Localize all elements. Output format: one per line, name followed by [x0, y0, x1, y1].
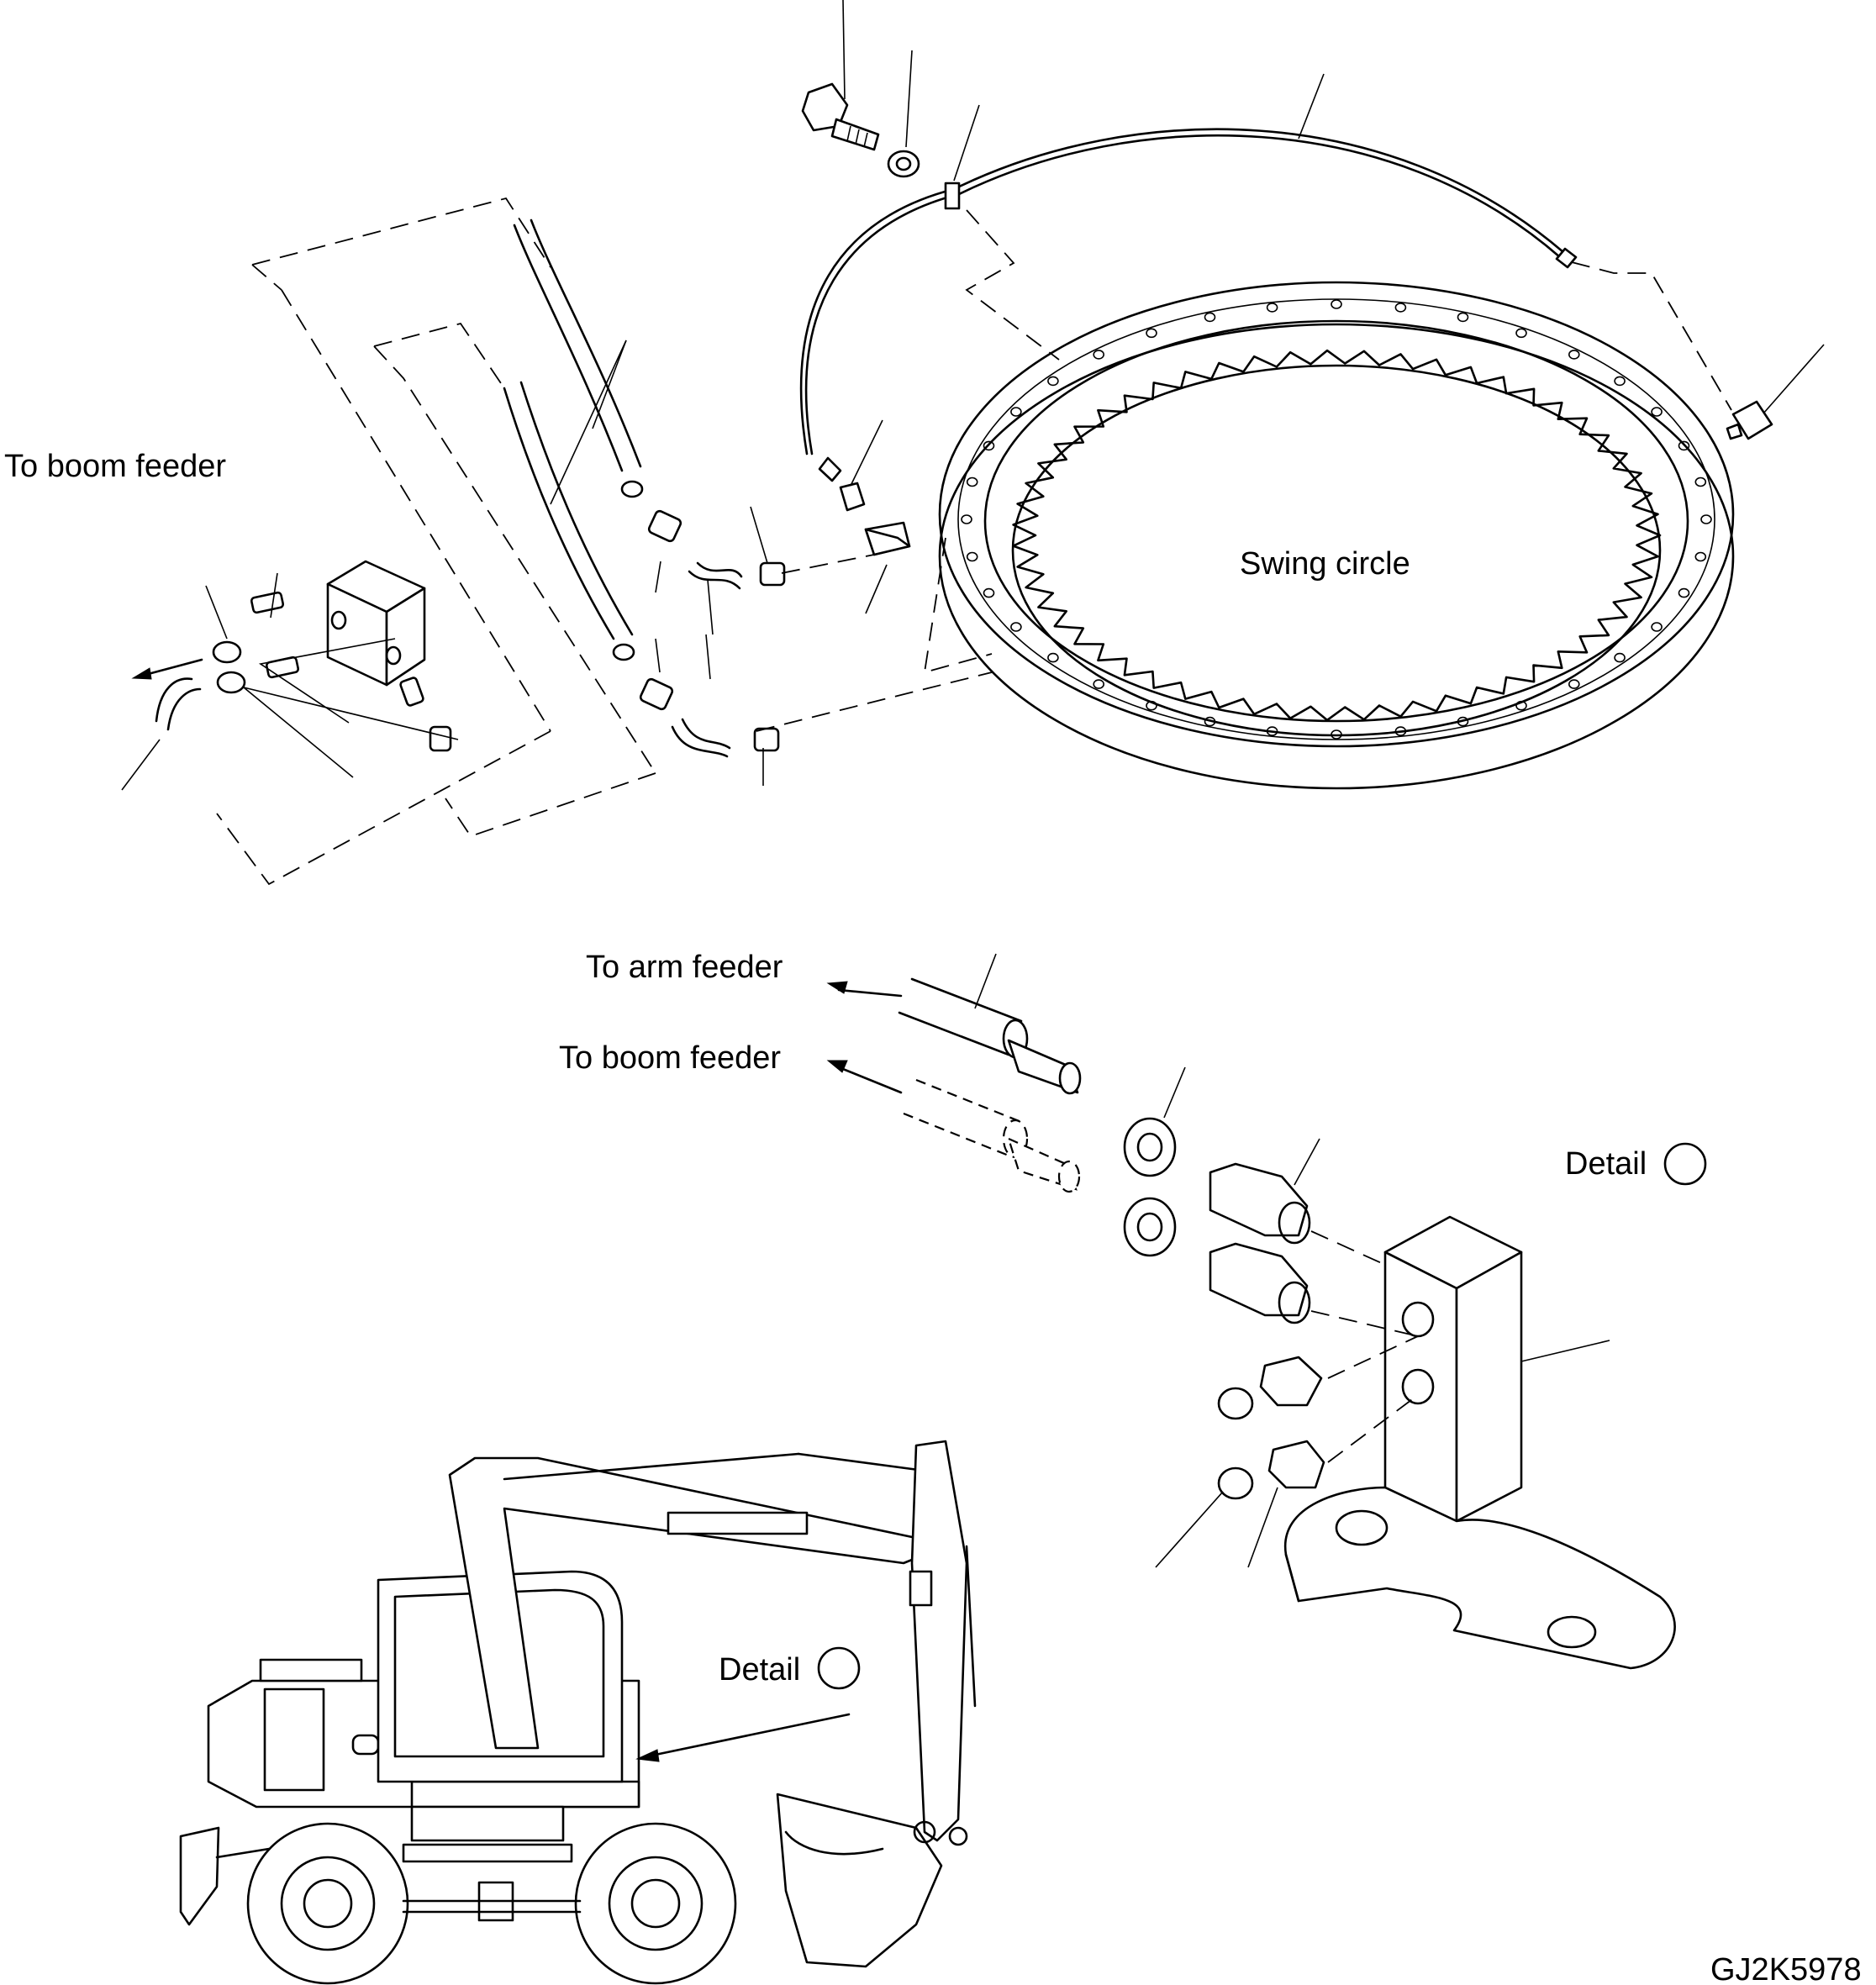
bolt-hole: [1457, 716, 1469, 727]
bolt-hole: [1394, 726, 1407, 736]
bolt-hole: [1331, 299, 1342, 309]
bolt-hole: [1093, 350, 1104, 360]
wheeled-excavator: [179, 1440, 977, 1985]
bolt-hole: [1146, 328, 1157, 339]
bolt-hole: [1651, 407, 1663, 417]
label-detail-machine: Detail: [719, 1652, 801, 1688]
bolt-hole: [1457, 312, 1469, 323]
grease-nipples-detail: [1155, 1356, 1325, 1568]
bolt-hole: [1568, 679, 1580, 689]
bolt-hole: [1515, 328, 1527, 339]
bolt-hole: [983, 587, 995, 598]
swivel-couplings: [1209, 1138, 1320, 1324]
bolt-hole: [1010, 407, 1022, 417]
bolt-hole: [1678, 440, 1690, 451]
bolt-hole: [961, 514, 972, 524]
elbow-fitting-right: [1555, 247, 1773, 440]
boom-feeder-pipe: [826, 1060, 1081, 1193]
tube-clamp: [944, 182, 961, 210]
detail-block-bracket: [1283, 1215, 1676, 1670]
manifold-block-left: [121, 560, 459, 791]
bolt-hole: [1204, 312, 1216, 323]
bolt-hole: [983, 440, 995, 451]
grease-tube: [799, 128, 1565, 455]
bolt-hole: [1266, 726, 1278, 736]
swing-circle-bearing: [938, 281, 1735, 790]
bolt-hole: [1614, 652, 1626, 663]
bolt-hole: [1694, 551, 1707, 562]
bolt-hole: [1047, 376, 1059, 387]
label-boom-feeder-top: To boom feeder: [4, 449, 227, 484]
label-boom-feeder-mid: To boom feeder: [559, 1040, 782, 1076]
bolt-hole: [1651, 622, 1663, 632]
bolt-hole: [1204, 716, 1216, 727]
detail-callout-circle-machine: [817, 1646, 861, 1690]
bolt-hole: [966, 551, 978, 562]
bolt-hole: [1146, 700, 1157, 711]
bolt-hole: [1047, 652, 1059, 663]
assembly-guides: [216, 197, 1732, 886]
label-detail-right: Detail: [1565, 1146, 1647, 1182]
drawing-code: GJ2K5978: [1710, 1952, 1862, 1985]
bolt-hole: [1515, 700, 1527, 711]
bolt-hole: [1614, 376, 1626, 387]
grease-hoses: [503, 219, 786, 758]
bolt-hole: [1700, 514, 1712, 524]
detail-callout-circle-right: [1663, 1142, 1707, 1186]
bolt-hole: [1394, 303, 1407, 313]
bolt-hole: [1266, 303, 1278, 313]
bolt-hole: [1568, 350, 1580, 360]
arm-feeder-pipe: [826, 953, 1082, 1095]
washer: [887, 150, 920, 178]
bolt-hole: [1678, 587, 1690, 598]
bolt-hole: [1093, 679, 1104, 689]
mounting-bolt: [801, 82, 880, 151]
label-arm-feeder: To arm feeder: [586, 950, 783, 985]
bolt-hole: [966, 477, 978, 487]
bolt-hole: [1331, 729, 1342, 740]
bolt-hole: [1010, 622, 1022, 632]
bolt-hole: [1694, 477, 1707, 487]
tube-end-fitting: [818, 456, 911, 556]
spacer-rings: [1123, 1066, 1186, 1257]
label-swing-circle: Swing circle: [1240, 546, 1410, 582]
leader-lines-top: [655, 0, 1825, 786]
